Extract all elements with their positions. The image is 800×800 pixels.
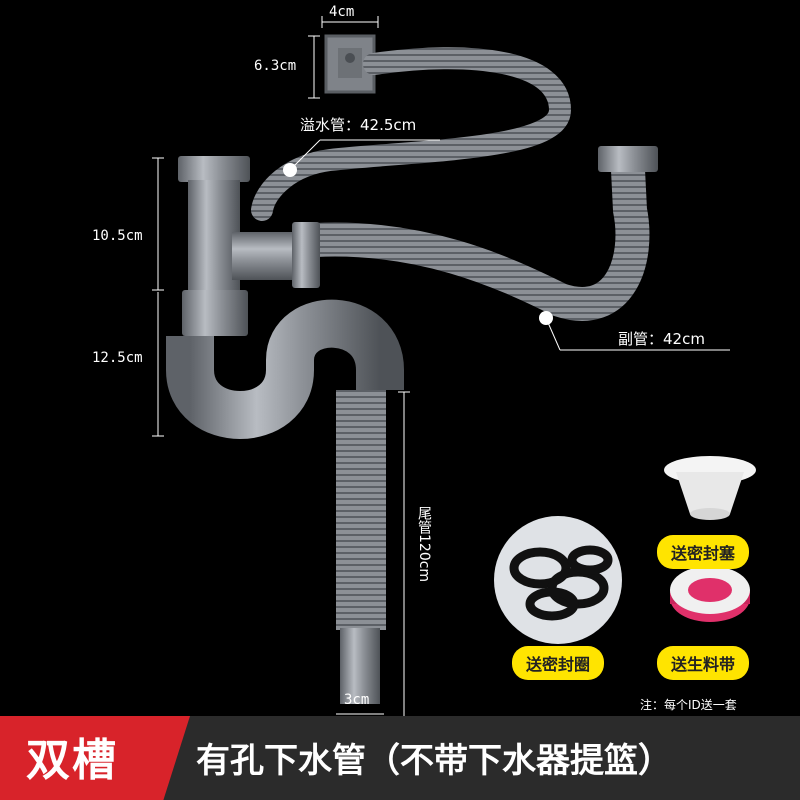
overflow-pipe-label: 溢水管：42.5cm	[300, 116, 417, 134]
sealing-plug	[664, 456, 756, 520]
secondary-inlet-cap	[598, 146, 658, 172]
drain-pipe-illustration	[152, 16, 756, 716]
tail-end	[340, 628, 380, 704]
sealing-plug-badge: 送密封塞	[657, 535, 750, 569]
sealing-ring-bag	[494, 516, 622, 644]
secondary-pipe-label: 副管：42cm	[618, 330, 705, 348]
ptfe-tape-roll	[670, 566, 750, 622]
dimension-box-height: 6.3cm	[254, 58, 297, 74]
secondary-hose	[298, 153, 650, 321]
dimension-top-width: 4cm	[329, 4, 355, 20]
overflow-hose	[251, 47, 572, 221]
dimension-upper-height: 10.5cm	[92, 228, 143, 244]
gift-note: 注：每个ID送一套	[640, 698, 737, 712]
dimension-lines	[152, 16, 730, 716]
banner-description: 有孔下水管（不带下水器提篮）	[196, 741, 672, 781]
dimension-bottom-width: 3cm	[344, 692, 370, 708]
ptfe-tape-badge: 送生料带	[657, 646, 750, 680]
dimension-lower-height: 12.5cm	[92, 350, 143, 366]
main-trap	[166, 156, 404, 439]
banner-type-text: 双槽	[26, 735, 118, 786]
banner-type-tag	[0, 716, 190, 800]
tail-pipe-label: 尾管120cm	[416, 506, 432, 583]
tail-hose	[336, 390, 386, 630]
sealing-ring-badge: 送密封圈	[512, 646, 605, 680]
